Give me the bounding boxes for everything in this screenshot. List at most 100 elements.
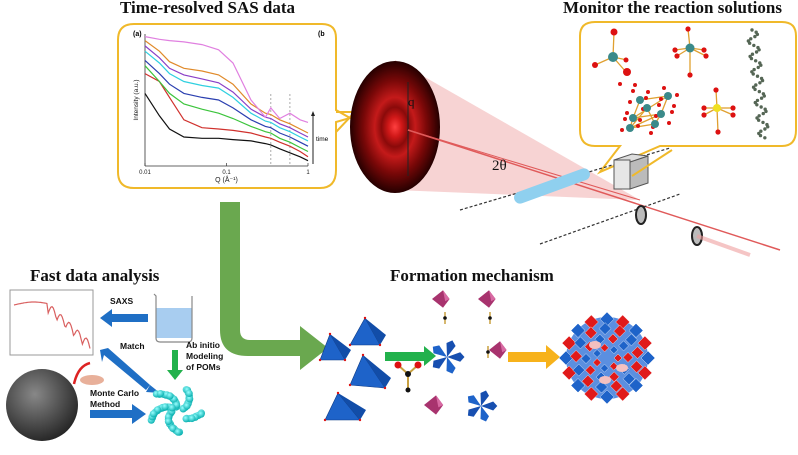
slit-1 xyxy=(635,205,647,225)
octahedron xyxy=(480,390,489,406)
oxygen-atom xyxy=(685,26,691,32)
oxygen-atom xyxy=(657,103,661,107)
series-line-t2 xyxy=(144,73,309,158)
scatter-cone xyxy=(395,60,640,200)
octahedron xyxy=(480,406,489,422)
cluster-polyhedron xyxy=(640,350,656,366)
chain-atom xyxy=(759,96,764,100)
mini-saxs-plot-frame xyxy=(9,289,94,356)
bead xyxy=(188,414,196,423)
abinitio-line-1: Ab initio xyxy=(186,340,220,350)
cluster-polyhedron xyxy=(584,326,598,340)
acetate-ligand xyxy=(394,361,422,393)
yellow-sample-link xyxy=(631,149,673,177)
cluster-polyhedron xyxy=(625,333,638,347)
oxygen-atom xyxy=(620,128,624,132)
carbon-atom xyxy=(443,316,447,320)
cluster-polyhedron xyxy=(584,386,599,402)
red-curved-arrow xyxy=(72,361,91,385)
metal-atom xyxy=(626,124,634,132)
oxygen-atom xyxy=(715,129,721,135)
x-tick-label: 1 xyxy=(306,170,310,176)
sample-cell-cube xyxy=(613,153,649,190)
hand-icon xyxy=(80,375,104,385)
carbon-atom xyxy=(488,316,492,320)
chain-atom xyxy=(752,67,756,72)
cluster-polyhedron xyxy=(581,374,595,388)
octahedron xyxy=(432,357,447,369)
chain-atom xyxy=(755,74,760,78)
magenta-polyhedron-face xyxy=(436,395,444,408)
chain-atom xyxy=(749,37,753,41)
saxs-label: SAXS xyxy=(110,296,134,306)
cluster-polyhedron xyxy=(569,350,583,363)
octahedron xyxy=(481,401,498,411)
chain-atom xyxy=(761,120,765,125)
cluster-polyhedron xyxy=(607,333,619,345)
dashed-guide-lower xyxy=(539,193,681,245)
chain-atom xyxy=(757,89,762,94)
match-arrow xyxy=(100,348,150,390)
mini-saxs-curve xyxy=(13,301,91,349)
bead xyxy=(166,392,174,400)
chain-atom xyxy=(759,129,763,133)
oxygen-atom xyxy=(631,89,635,93)
bead xyxy=(156,390,164,398)
bond xyxy=(716,107,719,133)
vertex-atom xyxy=(361,353,365,357)
scattered-beam xyxy=(407,129,641,201)
bead xyxy=(183,402,191,410)
intermediate-units xyxy=(424,290,507,422)
octahedron xyxy=(432,345,447,357)
metal-atom xyxy=(643,104,651,112)
bead xyxy=(182,415,190,423)
oxygen-atom xyxy=(703,53,709,59)
cluster-polyhedron xyxy=(609,345,619,355)
oxygen-atom xyxy=(636,124,640,128)
x-axis-label: Q (Å⁻¹) xyxy=(215,175,238,184)
oxygen-atom xyxy=(628,100,632,104)
chain-atom xyxy=(755,32,760,37)
cluster-polyhedron xyxy=(637,335,653,351)
montecarlo-line-1: Monte Carlo xyxy=(90,388,140,398)
chain-atom xyxy=(758,81,762,85)
cluster-polyhedron xyxy=(600,363,609,373)
cluster-polyhedron xyxy=(570,323,586,338)
oxygen-atom xyxy=(646,90,650,94)
cluster-polyhedron xyxy=(610,379,623,393)
chain-atom xyxy=(758,133,763,138)
oxygen-atom xyxy=(649,131,653,135)
pom-structure-grey xyxy=(6,369,78,441)
chain-atom xyxy=(757,114,761,118)
bead xyxy=(164,417,172,426)
time-label: time xyxy=(316,136,329,143)
cluster-polyhedron xyxy=(592,358,602,367)
tetrahedron-face xyxy=(330,334,351,360)
oxygen-atom xyxy=(610,28,618,36)
oxygen-atom xyxy=(623,57,629,63)
oxygen-atom xyxy=(659,97,663,101)
series-line-t6 xyxy=(144,45,309,138)
chain-atom xyxy=(763,127,767,131)
chain-atom xyxy=(766,125,770,129)
chain-atom xyxy=(759,63,763,67)
magenta-polyhedron-face xyxy=(489,290,496,302)
cluster-polyhedron xyxy=(598,322,612,335)
vertex-atom xyxy=(378,343,382,347)
bond xyxy=(629,107,648,129)
series-line-t7 xyxy=(144,40,309,134)
green-arrow-body xyxy=(385,352,425,361)
bead xyxy=(174,428,182,436)
analysis-panel-title: Fast data analysis xyxy=(30,266,160,285)
octahedron xyxy=(446,357,456,374)
chain-atom xyxy=(753,34,757,39)
yellow-arrow xyxy=(508,345,560,369)
vertex-atom xyxy=(358,418,362,422)
bead xyxy=(161,403,169,411)
series-line-t3 xyxy=(144,65,309,153)
montecarlo-label: Monte Carlo Method xyxy=(90,388,139,410)
monitor-panel-title: Monitor the reaction solutions xyxy=(563,0,782,17)
oxygen-atom xyxy=(618,82,622,86)
cluster-polyhedron xyxy=(631,346,644,359)
blue-tetrahedra xyxy=(318,316,391,422)
